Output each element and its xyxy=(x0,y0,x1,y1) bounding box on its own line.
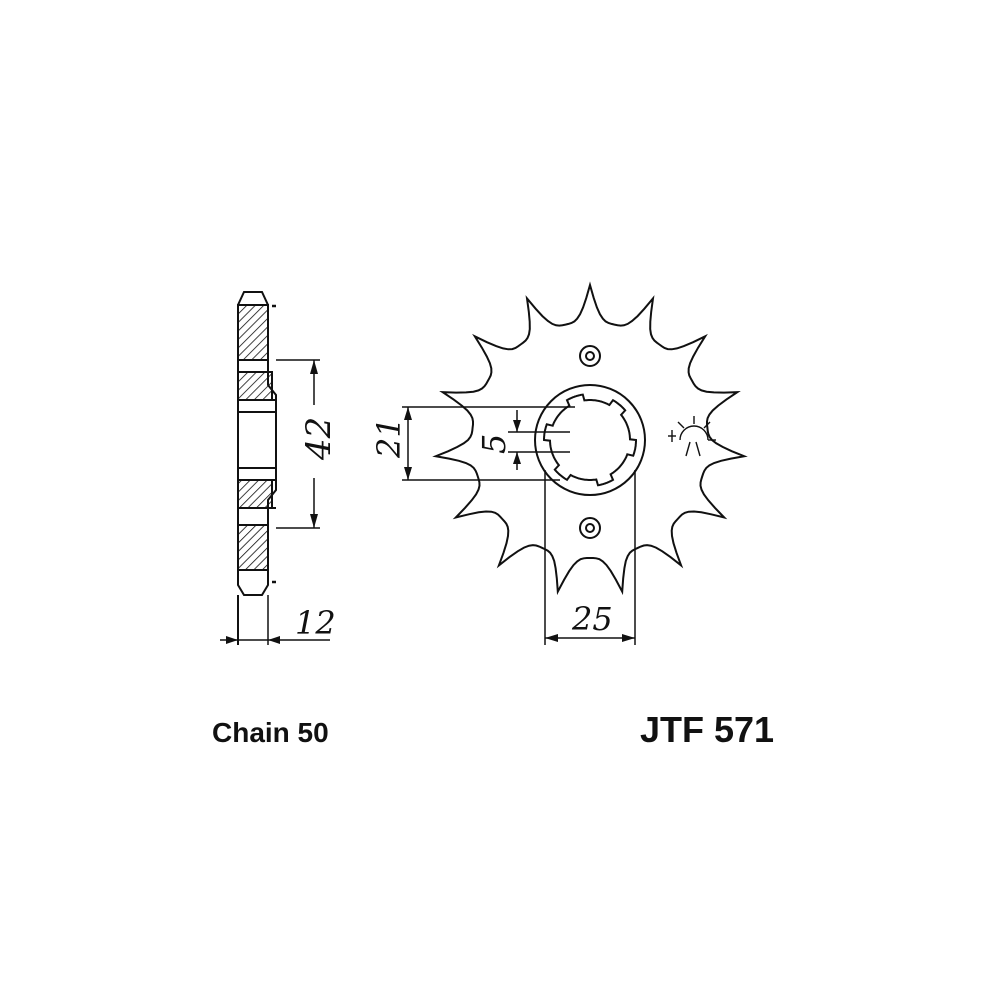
dimension-spline-height xyxy=(402,406,575,481)
bolt-hole-top xyxy=(579,345,601,367)
dimension-hub-diameter xyxy=(276,359,320,529)
side-upper-hatch xyxy=(237,304,269,361)
front-view xyxy=(432,281,748,596)
dimension-label-42: 42 xyxy=(299,417,339,461)
chain-size-label: Chain 50 xyxy=(212,717,329,748)
dimension-bore-diameter xyxy=(544,470,636,645)
dimension-label-12: 12 xyxy=(295,604,336,642)
side-lower-hatch xyxy=(237,524,269,571)
side-lower-tooth xyxy=(237,570,269,596)
dimension-width xyxy=(220,636,330,644)
bore-outer xyxy=(534,384,646,496)
dimension-label-21: 21 xyxy=(370,417,408,459)
side-hub-hatch-top xyxy=(237,371,273,401)
dimension-label-25: 25 xyxy=(571,600,613,638)
dimension-label-5: 5 xyxy=(475,434,513,454)
part-number-label: JTF 571 xyxy=(640,709,774,750)
side-view xyxy=(237,291,277,645)
dimension-spline-width xyxy=(508,410,570,470)
bolt-hole-bottom xyxy=(579,517,601,539)
spline-bore xyxy=(543,393,637,487)
front-direction-icon xyxy=(668,416,716,457)
side-hub-hatch-bottom xyxy=(237,479,273,509)
sprocket-outline xyxy=(432,281,748,596)
